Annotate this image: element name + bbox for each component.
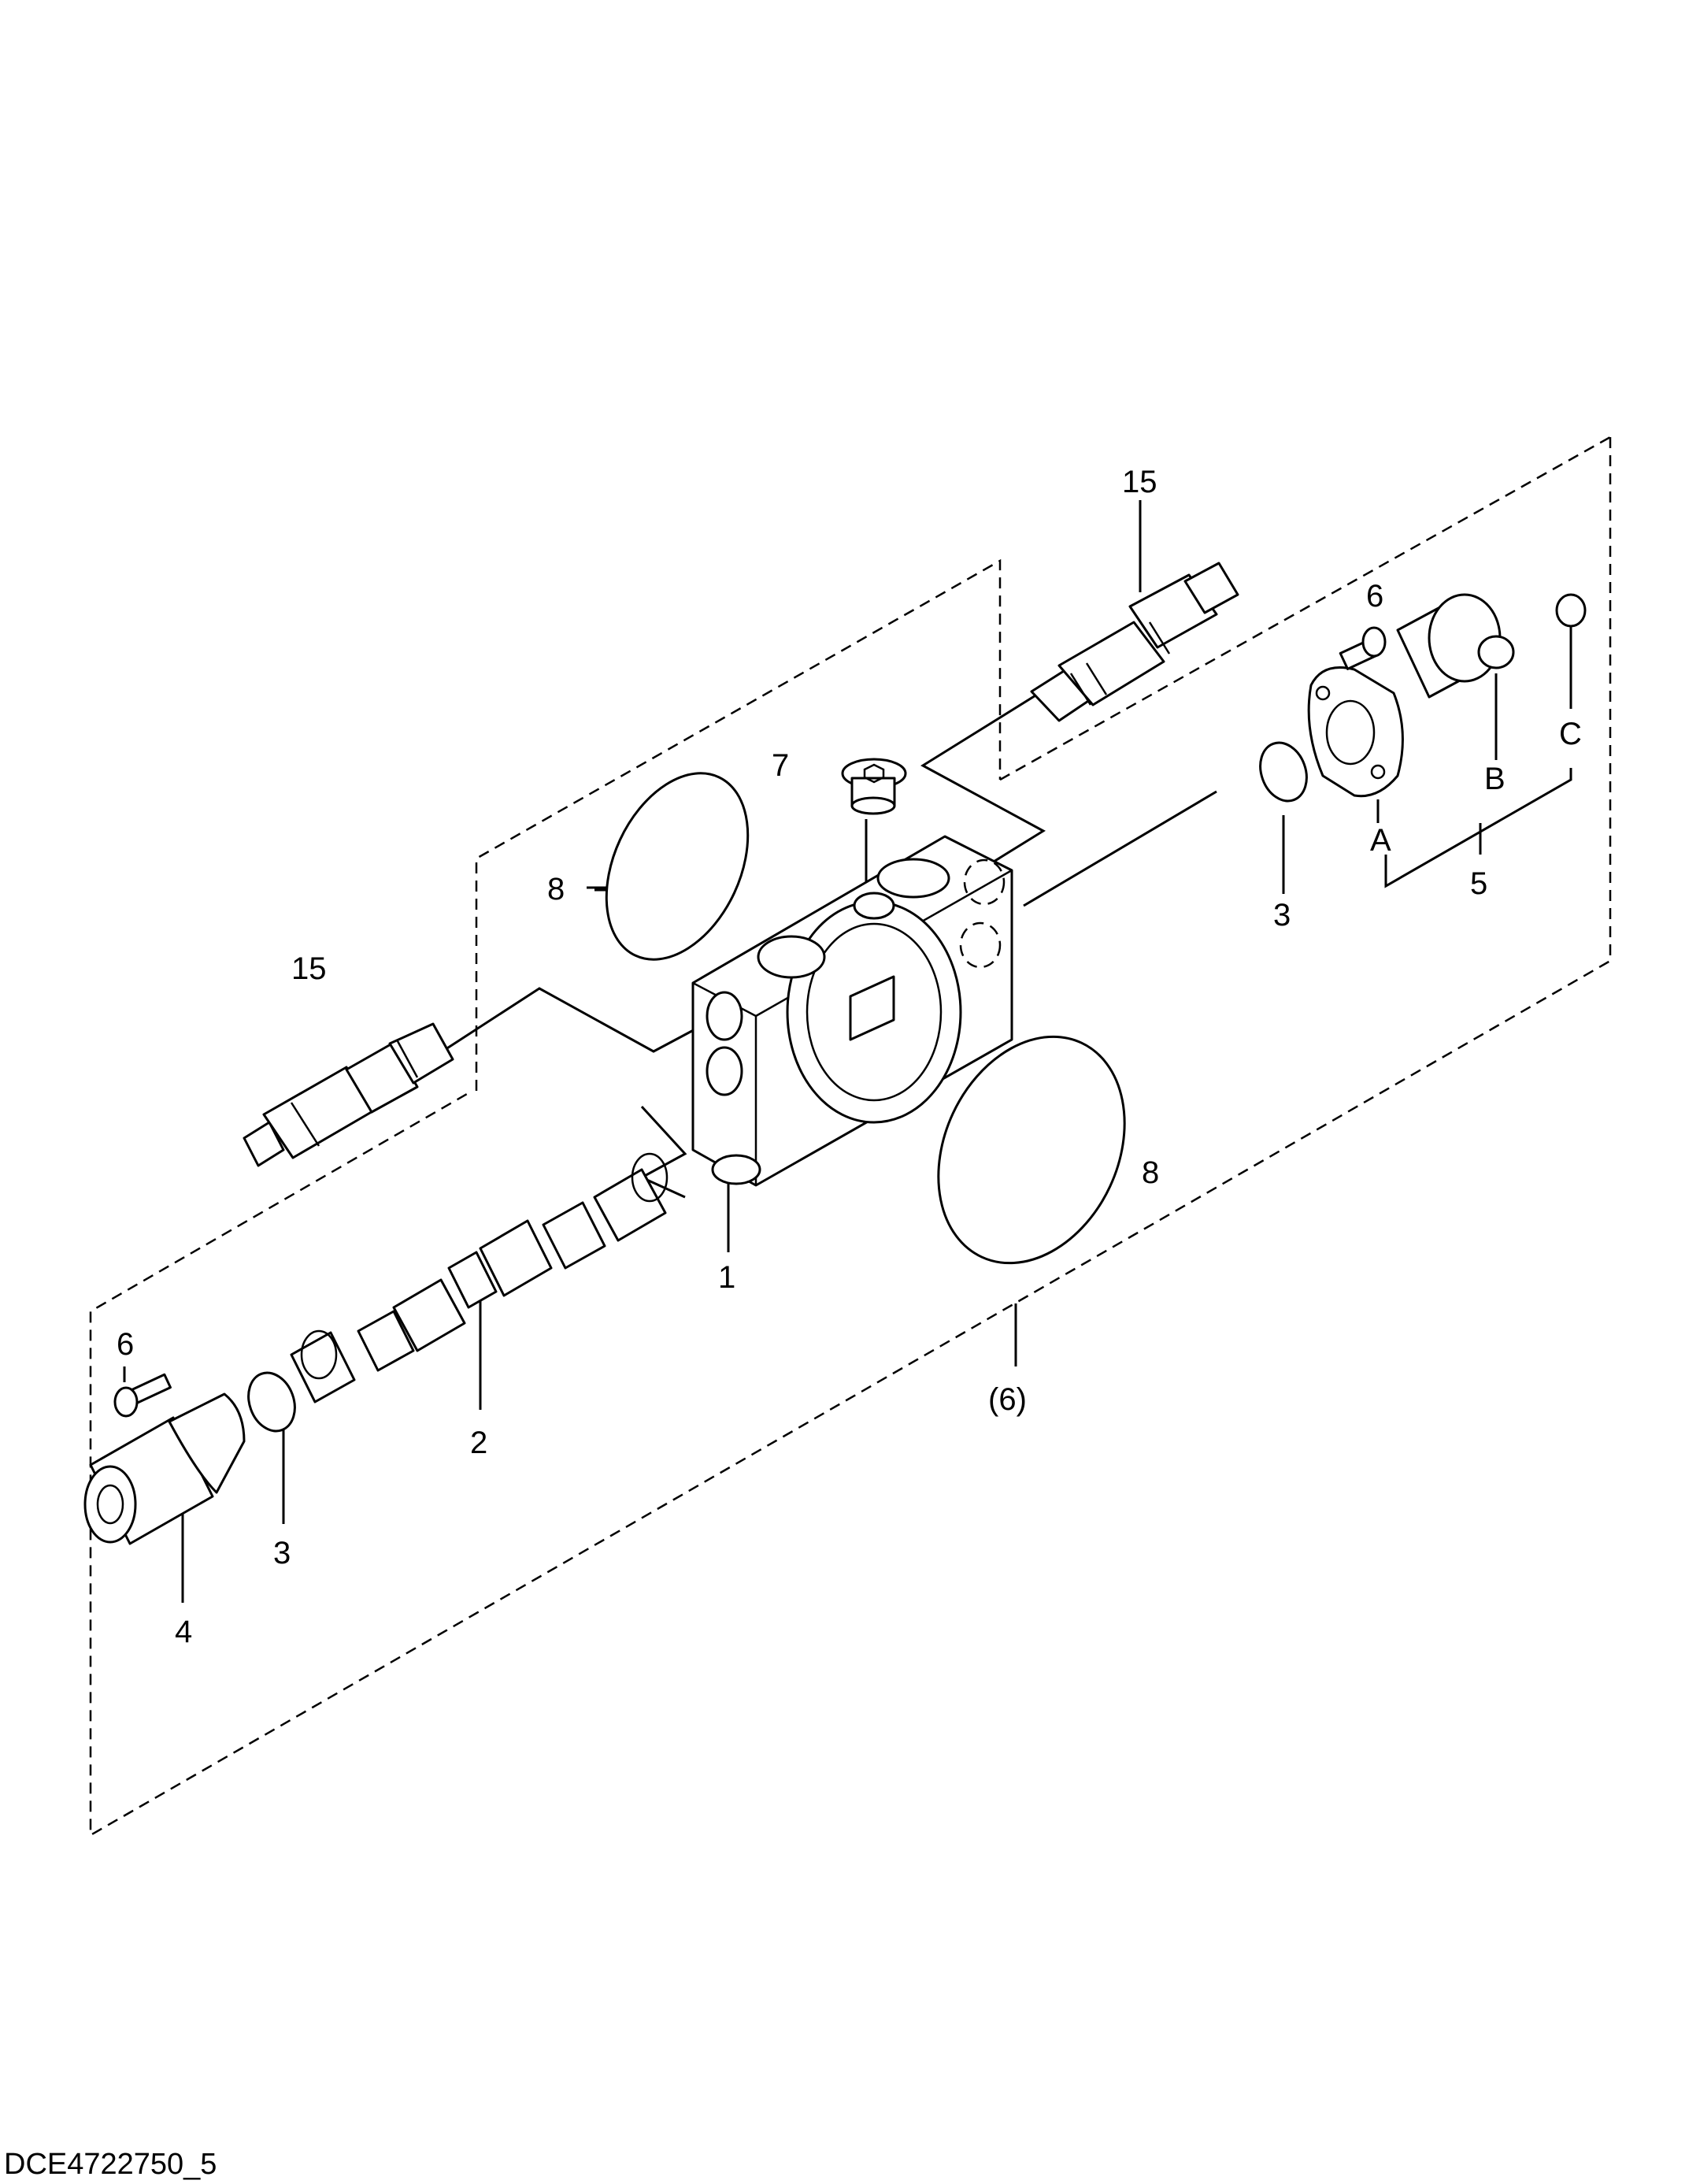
callout-plug: 7 (772, 748, 789, 783)
callout-oring-small-left: 3 (273, 1536, 291, 1570)
relief-valve-left (243, 1022, 454, 1167)
callout-spool: 2 (470, 1426, 487, 1460)
filter-b (1477, 635, 1515, 669)
cover-a (1307, 593, 1502, 798)
washer-c (1555, 593, 1587, 628)
callout-labels: 15 15 7 8 8 3 3 6 6 A B C 5 1 2 4 (6) (117, 465, 1582, 1649)
callout-oring-left: 8 (547, 872, 565, 907)
drawing-code: DCE4722750_5 (4, 2148, 217, 2181)
leader-lines (123, 500, 1572, 1603)
spool (290, 1152, 669, 1403)
callout-screw-left: 6 (117, 1327, 134, 1362)
callout-cover-assy: 5 (1470, 866, 1487, 901)
screw-left (113, 1373, 172, 1418)
relief-valve-top (1030, 562, 1239, 722)
callout-relief-valve-top: 15 (1122, 465, 1157, 499)
callout-oring-right: 8 (1142, 1155, 1159, 1190)
plug (841, 758, 907, 815)
callout-oring-small-right: 3 (1273, 898, 1291, 933)
callout-sub-c: C (1559, 717, 1582, 751)
callout-screw-right: 6 (1366, 579, 1383, 614)
callout-sub-b: B (1484, 762, 1506, 796)
oring-small-left (247, 1371, 296, 1433)
callout-section-assy: (6) (988, 1382, 1027, 1417)
cap (83, 1392, 246, 1545)
callout-sub-a: A (1370, 823, 1391, 858)
callout-relief-valve-left: 15 (291, 951, 327, 986)
assembly-boundary (89, 436, 1612, 1837)
callout-cap: 4 (175, 1615, 192, 1649)
screw-right (1339, 626, 1387, 670)
oring-large-lower (937, 1035, 1126, 1265)
oring-large-upper (605, 772, 750, 961)
valve-housing (691, 835, 1013, 1187)
callout-housing: 1 (718, 1260, 735, 1295)
oring-small-right (1259, 741, 1308, 803)
